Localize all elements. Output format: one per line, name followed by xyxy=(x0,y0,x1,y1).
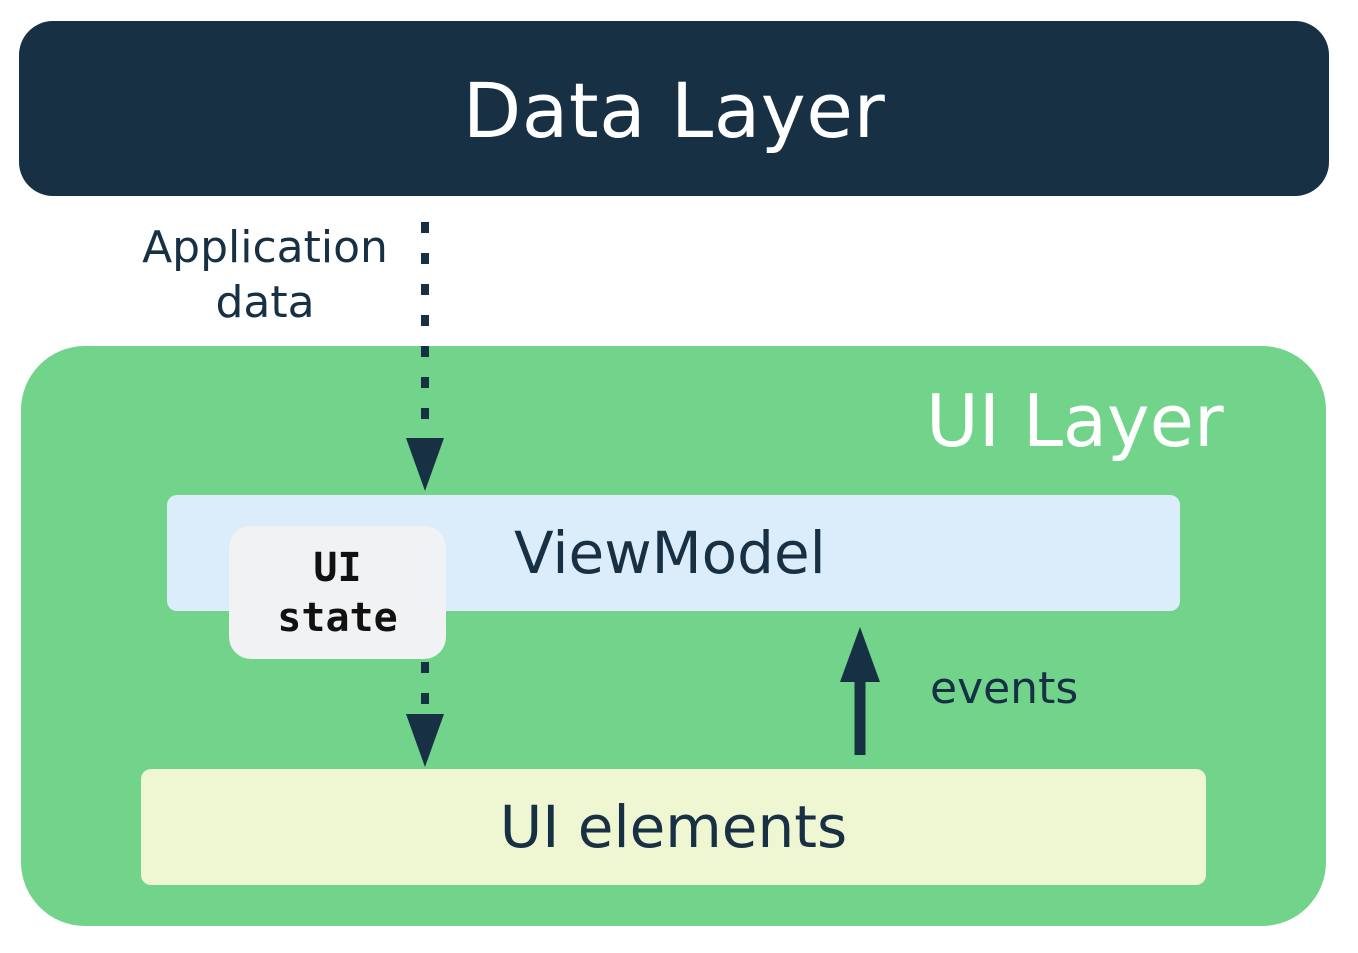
data-layer-box: Data Layer xyxy=(19,21,1329,196)
viewmodel-label: ViewModel xyxy=(514,519,826,587)
ui-state-line1: UI xyxy=(313,544,362,591)
events-label: events xyxy=(930,663,1079,714)
ui-layer-title: UI Layer xyxy=(926,379,1224,463)
application-data-label: Application data xyxy=(120,220,410,330)
ui-elements-label: UI elements xyxy=(499,793,848,861)
ui-state-box: UI state xyxy=(229,526,446,659)
application-data-line2: data xyxy=(215,277,315,328)
application-data-line1: Application xyxy=(142,222,388,273)
ui-elements-box: UI elements xyxy=(141,769,1206,885)
data-layer-title: Data Layer xyxy=(462,66,886,155)
ui-state-line2: state xyxy=(277,594,398,641)
